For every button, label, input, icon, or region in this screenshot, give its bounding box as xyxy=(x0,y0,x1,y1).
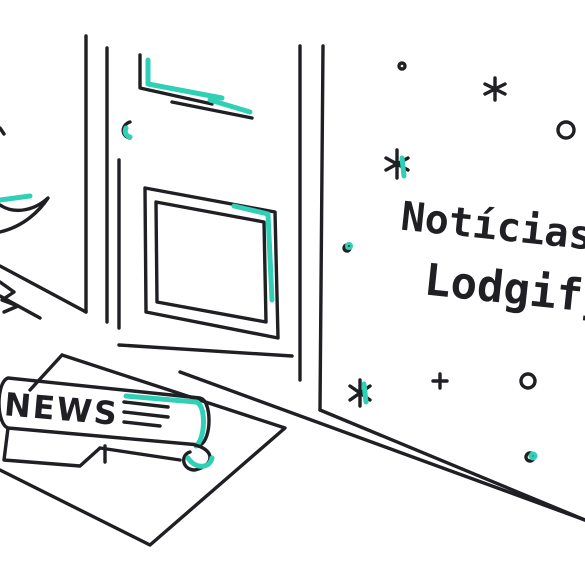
headline-line-2: Lodgify xyxy=(422,255,585,325)
newspaper-label: NEWS xyxy=(3,385,121,433)
dot-decoration xyxy=(345,242,353,250)
newspaper-roll: NEWS xyxy=(0,376,215,472)
floor-line-2 xyxy=(318,408,585,522)
doormat xyxy=(0,353,287,547)
asterisk-decoration xyxy=(483,76,507,102)
plus-decoration xyxy=(431,372,449,390)
plant-leaf xyxy=(0,126,50,314)
sparkles xyxy=(342,61,576,463)
asterisk-decoration xyxy=(348,378,372,408)
circle-decoration xyxy=(519,372,537,390)
dot-decoration xyxy=(528,451,538,461)
floor-line xyxy=(178,370,585,522)
headline-line-1: Notícias xyxy=(399,194,585,260)
dot-decoration xyxy=(397,61,407,71)
headline: Notícias Lodgify xyxy=(399,194,585,325)
circle-decoration xyxy=(556,120,576,140)
door xyxy=(117,53,294,358)
asterisk-decoration xyxy=(384,148,410,180)
door-frame xyxy=(0,34,325,412)
